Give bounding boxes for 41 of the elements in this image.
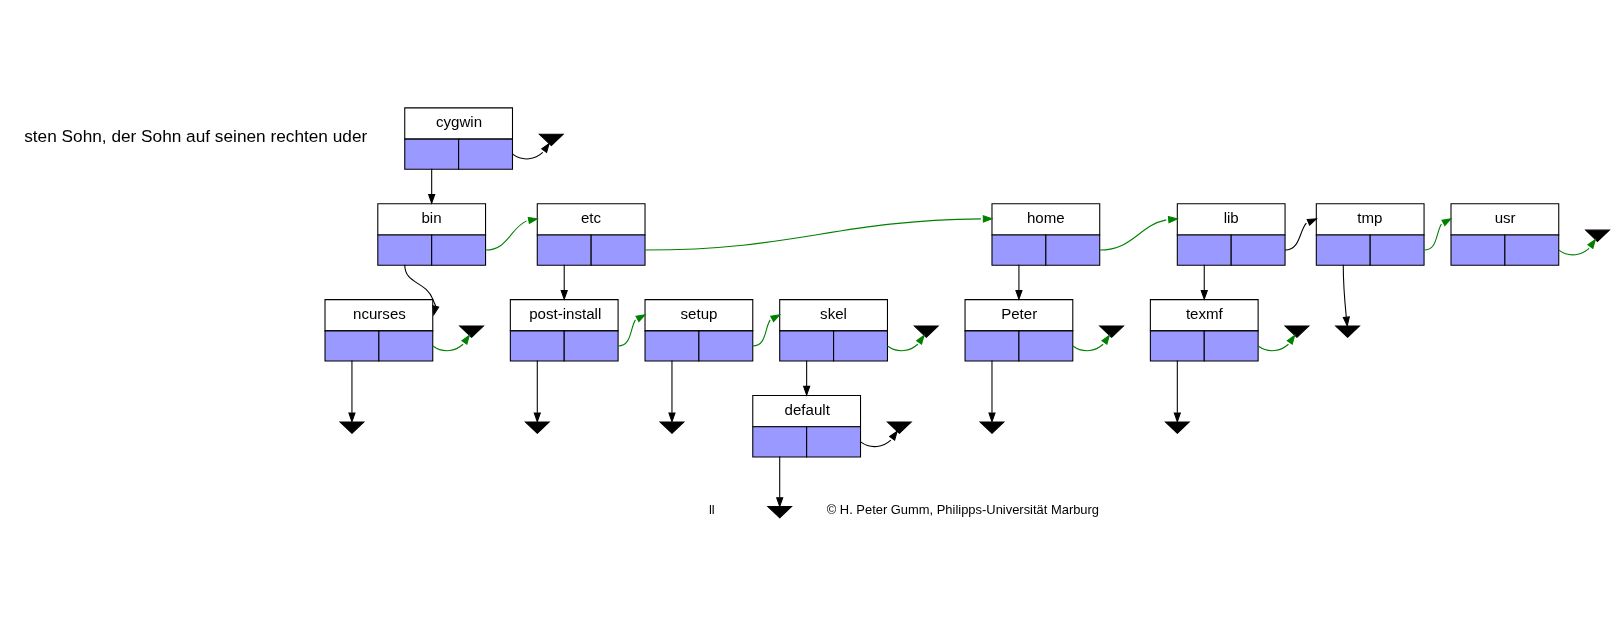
node-ground xyxy=(1098,325,1125,338)
arrow xyxy=(802,359,811,397)
arrow xyxy=(1072,333,1111,351)
arrow xyxy=(1558,237,1597,255)
arrow xyxy=(1200,263,1209,301)
node-ground xyxy=(1584,229,1611,242)
node-ground xyxy=(338,420,366,434)
label: sten Sohn, der Sohn auf seinen rechten uder xyxy=(24,125,368,146)
node-ground xyxy=(524,420,551,434)
node-ground xyxy=(886,420,913,434)
arrow xyxy=(860,429,899,447)
arrow xyxy=(348,359,356,423)
arrow xyxy=(1342,263,1350,327)
label: © H. Peter Gumm, Philipps-Universität Marburg xyxy=(826,501,1100,517)
arrow xyxy=(1423,217,1453,251)
arrow xyxy=(886,333,926,351)
arrow xyxy=(1284,217,1318,251)
node-ground xyxy=(1334,325,1361,338)
arrow xyxy=(404,263,440,316)
node-ground xyxy=(913,325,940,338)
arrow xyxy=(533,359,542,423)
arrow xyxy=(432,333,471,351)
arrow xyxy=(988,359,996,423)
node-ground xyxy=(658,420,686,434)
arrow xyxy=(668,359,676,423)
node-ground xyxy=(458,325,485,338)
node-ground xyxy=(766,505,793,519)
node-ground xyxy=(978,420,1006,434)
node-ground xyxy=(538,133,565,146)
arrow xyxy=(1173,359,1182,423)
arrow xyxy=(775,455,784,508)
node-ground xyxy=(1283,325,1311,338)
arrow xyxy=(617,313,647,347)
arrow xyxy=(560,263,568,301)
node-ground xyxy=(1164,420,1191,434)
arrow xyxy=(1015,263,1023,301)
arrow xyxy=(752,313,782,347)
arrow xyxy=(427,167,436,205)
arrow xyxy=(511,141,551,159)
arrow xyxy=(1257,333,1296,351)
label: ll xyxy=(708,501,715,517)
